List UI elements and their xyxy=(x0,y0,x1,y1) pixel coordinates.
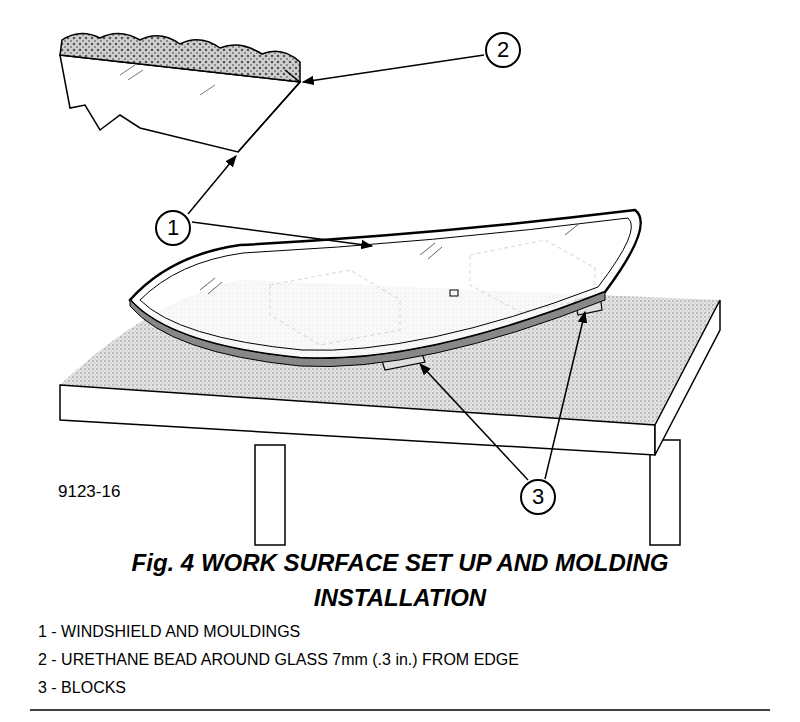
rule-line xyxy=(30,709,770,711)
callout-circle: 1 xyxy=(155,210,191,246)
callout-number: 3 xyxy=(532,486,544,508)
legend-line: 1 - WINDSHIELD AND MOULDINGS xyxy=(38,623,300,641)
figure-code: 9123-16 xyxy=(58,482,120,502)
legend-line: 3 - BLOCKS xyxy=(38,679,126,697)
callout-circle: 2 xyxy=(485,32,521,68)
figure-caption: Fig. 4 WORK SURFACE SET UP AND MOLDING I… xyxy=(80,545,720,615)
glass-detail xyxy=(60,33,300,152)
callout-number: 2 xyxy=(497,39,509,61)
leader-lines xyxy=(188,55,585,480)
callout-circle: 3 xyxy=(520,479,556,515)
table-legs xyxy=(255,440,680,545)
callout-number: 1 xyxy=(167,217,179,239)
legend-line: 2 - URETHANE BEAD AROUND GLASS 7mm (.3 i… xyxy=(38,651,519,669)
windshield xyxy=(130,210,641,367)
